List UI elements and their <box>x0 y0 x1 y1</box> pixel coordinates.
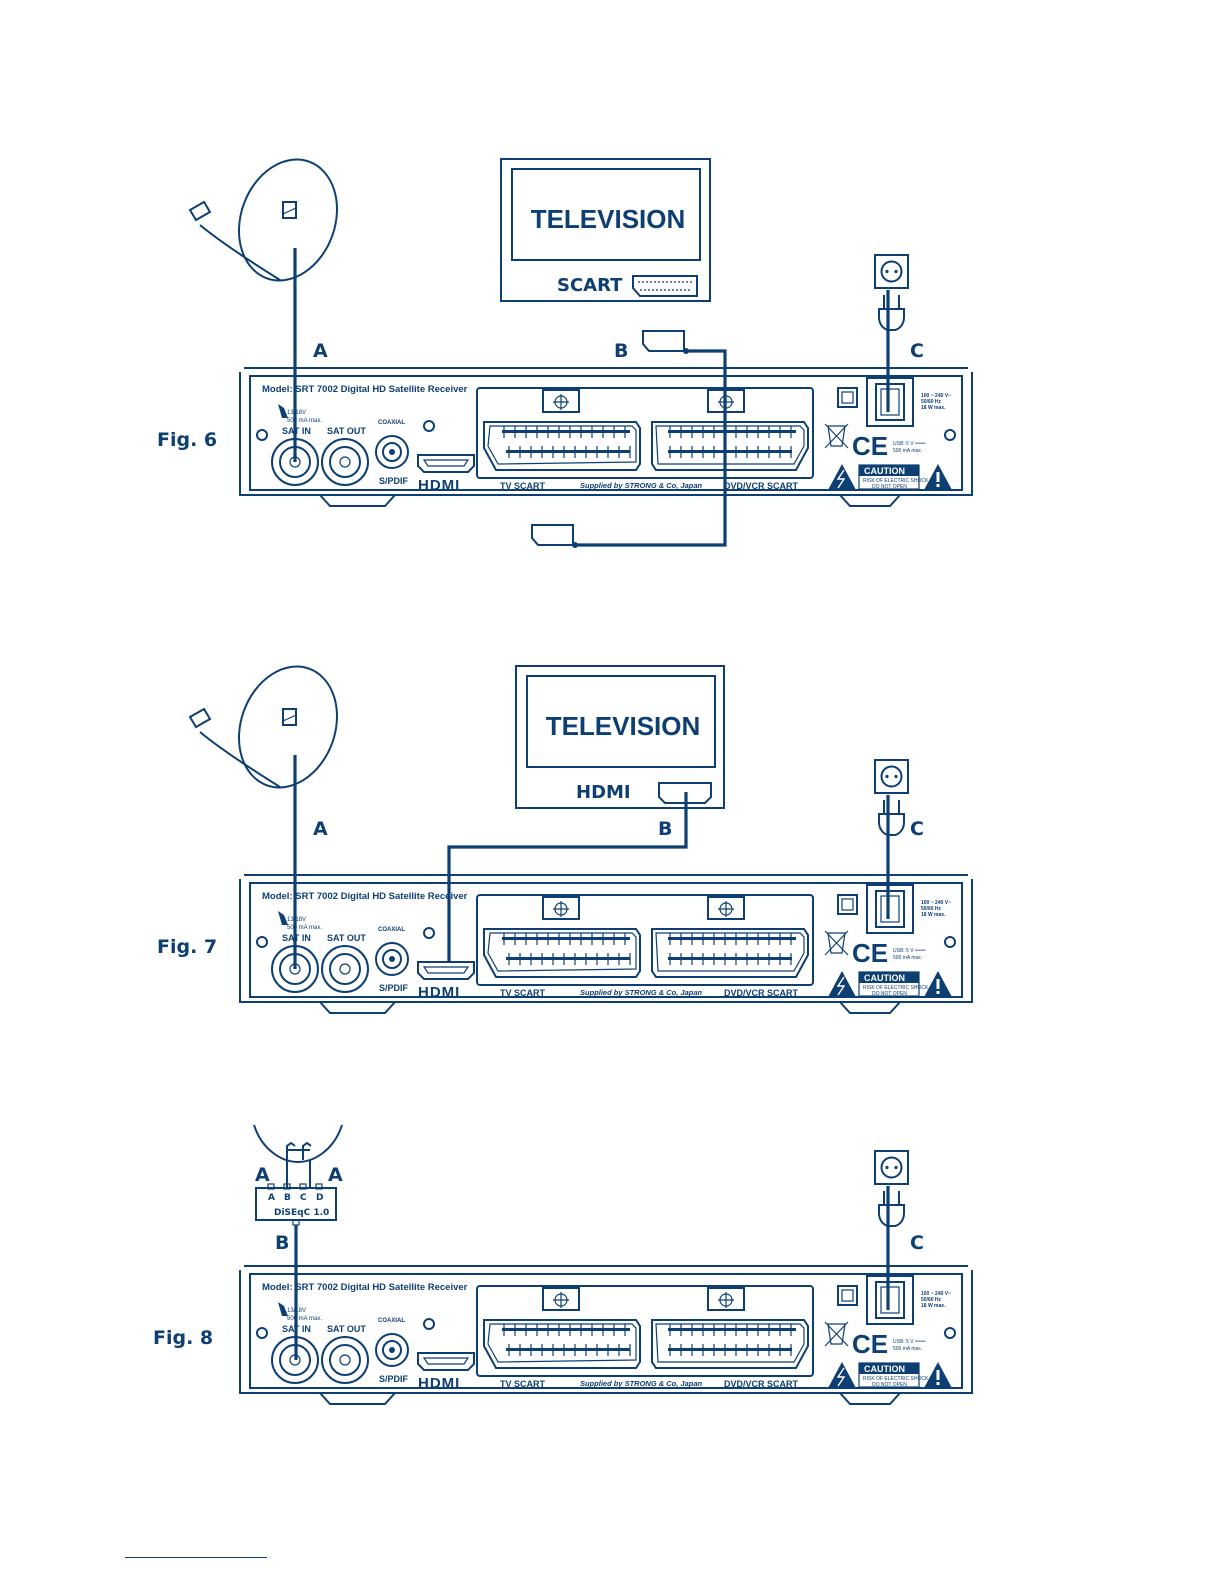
diseqc-port-c: C <box>300 1193 307 1203</box>
caution-sub-1: RISK OF ELECTRIC SHOCK <box>863 1376 929 1382</box>
label-a-right: A <box>328 1164 343 1186</box>
power-rating-1: 100 ~ 240 V~ <box>921 900 951 906</box>
hdmi-connector-icon <box>658 782 712 804</box>
tv-scart-label: TV SCART <box>500 988 546 998</box>
usb-text-2: 500 mA max. <box>893 955 922 961</box>
caution-label: CAUTION <box>864 973 905 983</box>
spdif-label: S/PDIF <box>379 983 409 993</box>
satellite-dish-icon <box>189 144 355 296</box>
supplied-by-text: Supplied by STRONG & Co, Japan <box>580 988 703 997</box>
caution-sub-2: DO NOT OPEN <box>872 484 907 490</box>
lnb-current-text: 500 mA max. <box>287 925 322 931</box>
tv-scart-label: TV SCART <box>500 481 546 491</box>
coaxial-label: COAXIAL <box>378 927 405 933</box>
coaxial-label: COAXIAL <box>378 420 405 426</box>
dvd-vcr-scart-label: DVD/VCR SCART <box>724 1379 799 1389</box>
label-c: C <box>910 818 924 840</box>
tv-port-label: HDMI <box>576 782 631 803</box>
caution-sub-1: RISK OF ELECTRIC SHOCK <box>863 985 929 991</box>
caution-sub-1: RISK OF ELECTRIC SHOCK <box>863 478 929 484</box>
satellite-dish-icon <box>189 651 355 803</box>
television-icon: TELEVISION SCART <box>500 158 711 302</box>
tv-title: TELEVISION <box>531 204 686 234</box>
tv-port-label: SCART <box>557 275 623 296</box>
sat-out-label: SAT OUT <box>327 426 366 436</box>
coaxial-label: COAXIAL <box>378 1318 405 1324</box>
diseqc-switch: A B C D DiSEqC 1.0 <box>255 1183 337 1226</box>
power-rating-2: 50/60 Hz <box>921 906 942 912</box>
model-text: Model: SRT 7002 Digital HD Satellite Rec… <box>262 891 468 902</box>
spdif-label: S/PDIF <box>379 1374 409 1384</box>
model-text: Model: SRT 7002 Digital HD Satellite Rec… <box>262 1282 468 1293</box>
fig-6-label: Fig. 6 <box>157 429 217 451</box>
power-rating-3: 18 W max. <box>921 405 946 411</box>
lnb-current-text: 500 mA max. <box>287 418 322 424</box>
receiver-labels: Model: SRT 7002 Digital HD Satellite Rec… <box>262 384 951 494</box>
hdmi-logo: HDMI <box>418 1375 460 1392</box>
power-rating-3: 18 W max. <box>921 912 946 918</box>
label-b: B <box>658 818 672 840</box>
tv-scart-label: TV SCART <box>500 1379 546 1389</box>
diseqc-port-b: B <box>284 1193 291 1203</box>
caution-label: CAUTION <box>864 1364 905 1374</box>
power-rating-3: 18 W max. <box>921 1303 946 1309</box>
figure-7: Fig. 7 TELEVISION HDMI A B C Model: SRT … <box>157 651 973 1014</box>
power-rating-1: 100 ~ 240 V~ <box>921 393 951 399</box>
diseqc-port-d: D <box>316 1193 323 1203</box>
usb-text-2: 500 mA max. <box>893 448 922 454</box>
usb-text-1: USB: 5 V ═══ <box>893 948 926 954</box>
footnote-rule <box>125 1557 267 1558</box>
hdmi-logo: HDMI <box>418 984 460 1001</box>
caution-sub-2: DO NOT OPEN <box>872 1382 907 1388</box>
label-a: A <box>313 818 328 840</box>
satellite-dish-icon <box>253 1124 343 1164</box>
hdmi-logo: HDMI <box>418 477 460 494</box>
power-rating-2: 50/60 Hz <box>921 399 942 405</box>
dvd-vcr-scart-label: DVD/VCR SCART <box>724 481 799 491</box>
model-text: Model: SRT 7002 Digital HD Satellite Rec… <box>262 384 468 395</box>
label-b: B <box>614 340 628 362</box>
sat-out-label: SAT OUT <box>327 933 366 943</box>
figure-6: Fig. 6 TELEVISION SCART A B C <box>157 144 973 548</box>
sat-out-label: SAT OUT <box>327 1324 366 1334</box>
cable-b <box>575 349 727 547</box>
label-a-left: A <box>255 1164 270 1186</box>
lnb-current-text: 500 mA max. <box>287 1316 322 1322</box>
usb-text-1: USB: 5 V ═══ <box>893 1339 926 1345</box>
wall-socket-icon <box>874 254 909 331</box>
label-c: C <box>910 340 924 362</box>
usb-text-2: 500 mA max. <box>893 1346 922 1352</box>
figure-8: Fig. 8 A A A B C D DiSEqC 1.0 B C <box>153 1124 973 1405</box>
spdif-label: S/PDIF <box>379 476 409 486</box>
scart-connector-icon <box>632 275 698 297</box>
supplied-by-text: Supplied by STRONG & Co, Japan <box>580 481 703 490</box>
tv-title: TELEVISION <box>546 711 701 741</box>
diseqc-port-a: A <box>268 1193 275 1203</box>
usb-text-1: USB: 5 V ═══ <box>893 441 926 447</box>
dvd-vcr-scart-label: DVD/VCR SCART <box>724 988 799 998</box>
fig-7-label: Fig. 7 <box>157 936 217 958</box>
label-a: A <box>313 340 328 362</box>
power-rating-2: 50/60 Hz <box>921 1297 942 1303</box>
diseqc-label: DiSEqC 1.0 <box>274 1208 329 1218</box>
caution-label: CAUTION <box>864 466 905 476</box>
television-icon: TELEVISION HDMI <box>515 665 725 809</box>
supplied-by-text: Supplied by STRONG & Co, Japan <box>580 1379 703 1388</box>
fig-8-label: Fig. 8 <box>153 1327 213 1349</box>
label-c: C <box>910 1232 924 1254</box>
receiver-labels: Model: SRT 7002 Digital HD Satellite Rec… <box>262 1282 951 1392</box>
wall-socket-icon <box>874 759 909 836</box>
power-rating-1: 100 ~ 240 V~ <box>921 1291 951 1297</box>
label-b: B <box>275 1232 289 1254</box>
scart-plug-icon <box>531 330 689 548</box>
caution-sub-2: DO NOT OPEN <box>872 991 907 997</box>
wall-socket-icon <box>874 1150 909 1227</box>
cable-b <box>447 792 688 962</box>
